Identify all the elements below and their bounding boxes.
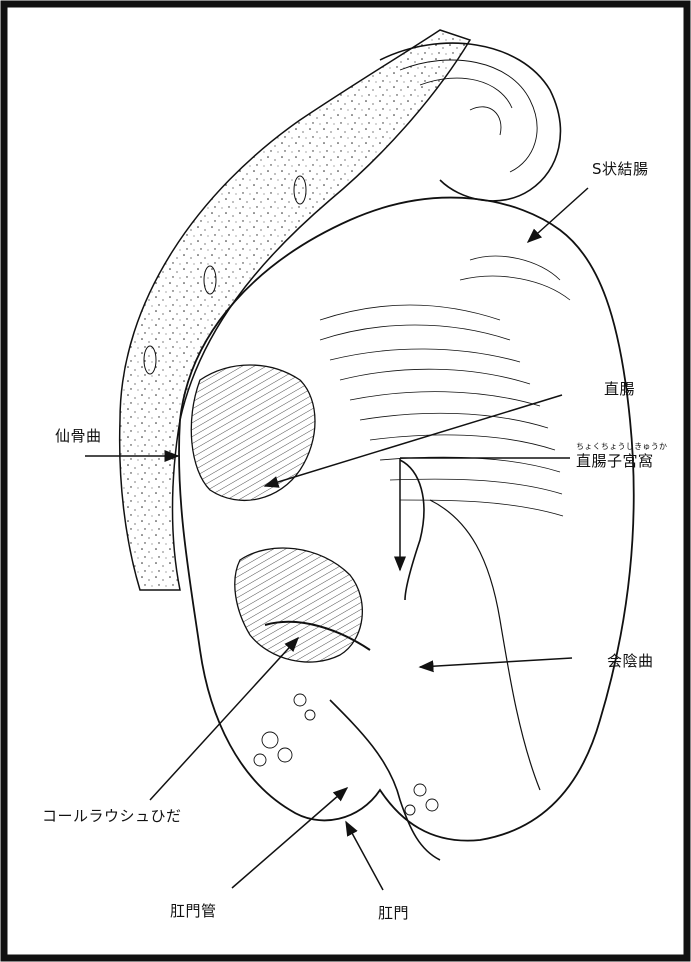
label-rectouterine-pouch: 直腸子宮窩 (576, 450, 654, 471)
arrow-sigmoid (528, 188, 588, 242)
label-anus: 肛門 (378, 902, 409, 923)
label-sacral-flexure: 仙骨曲 (55, 425, 102, 446)
label-sigmoid-colon: S状結腸 (592, 158, 649, 179)
label-rectum: 直腸 (604, 378, 635, 399)
sacrum (120, 30, 470, 590)
muscle-striations (320, 256, 570, 516)
rectum-wall (179, 198, 634, 841)
arrow-anus (346, 822, 383, 890)
rectouterine-pouch (400, 460, 424, 600)
arrow-anal-canal (232, 788, 347, 888)
arrow-kohlrausch (150, 638, 298, 800)
rectal-folds-middle (235, 548, 363, 662)
small-glands (254, 694, 438, 815)
label-kohlrausch-fold: コールラウシュひだ (42, 805, 182, 826)
anal-canal-region (330, 700, 440, 860)
rectal-folds-upper (191, 365, 315, 500)
label-perineal-flexure: 会陰曲 (607, 650, 654, 671)
label-anal-canal: 肛門管 (170, 900, 217, 921)
arrow-perineal (420, 658, 572, 667)
